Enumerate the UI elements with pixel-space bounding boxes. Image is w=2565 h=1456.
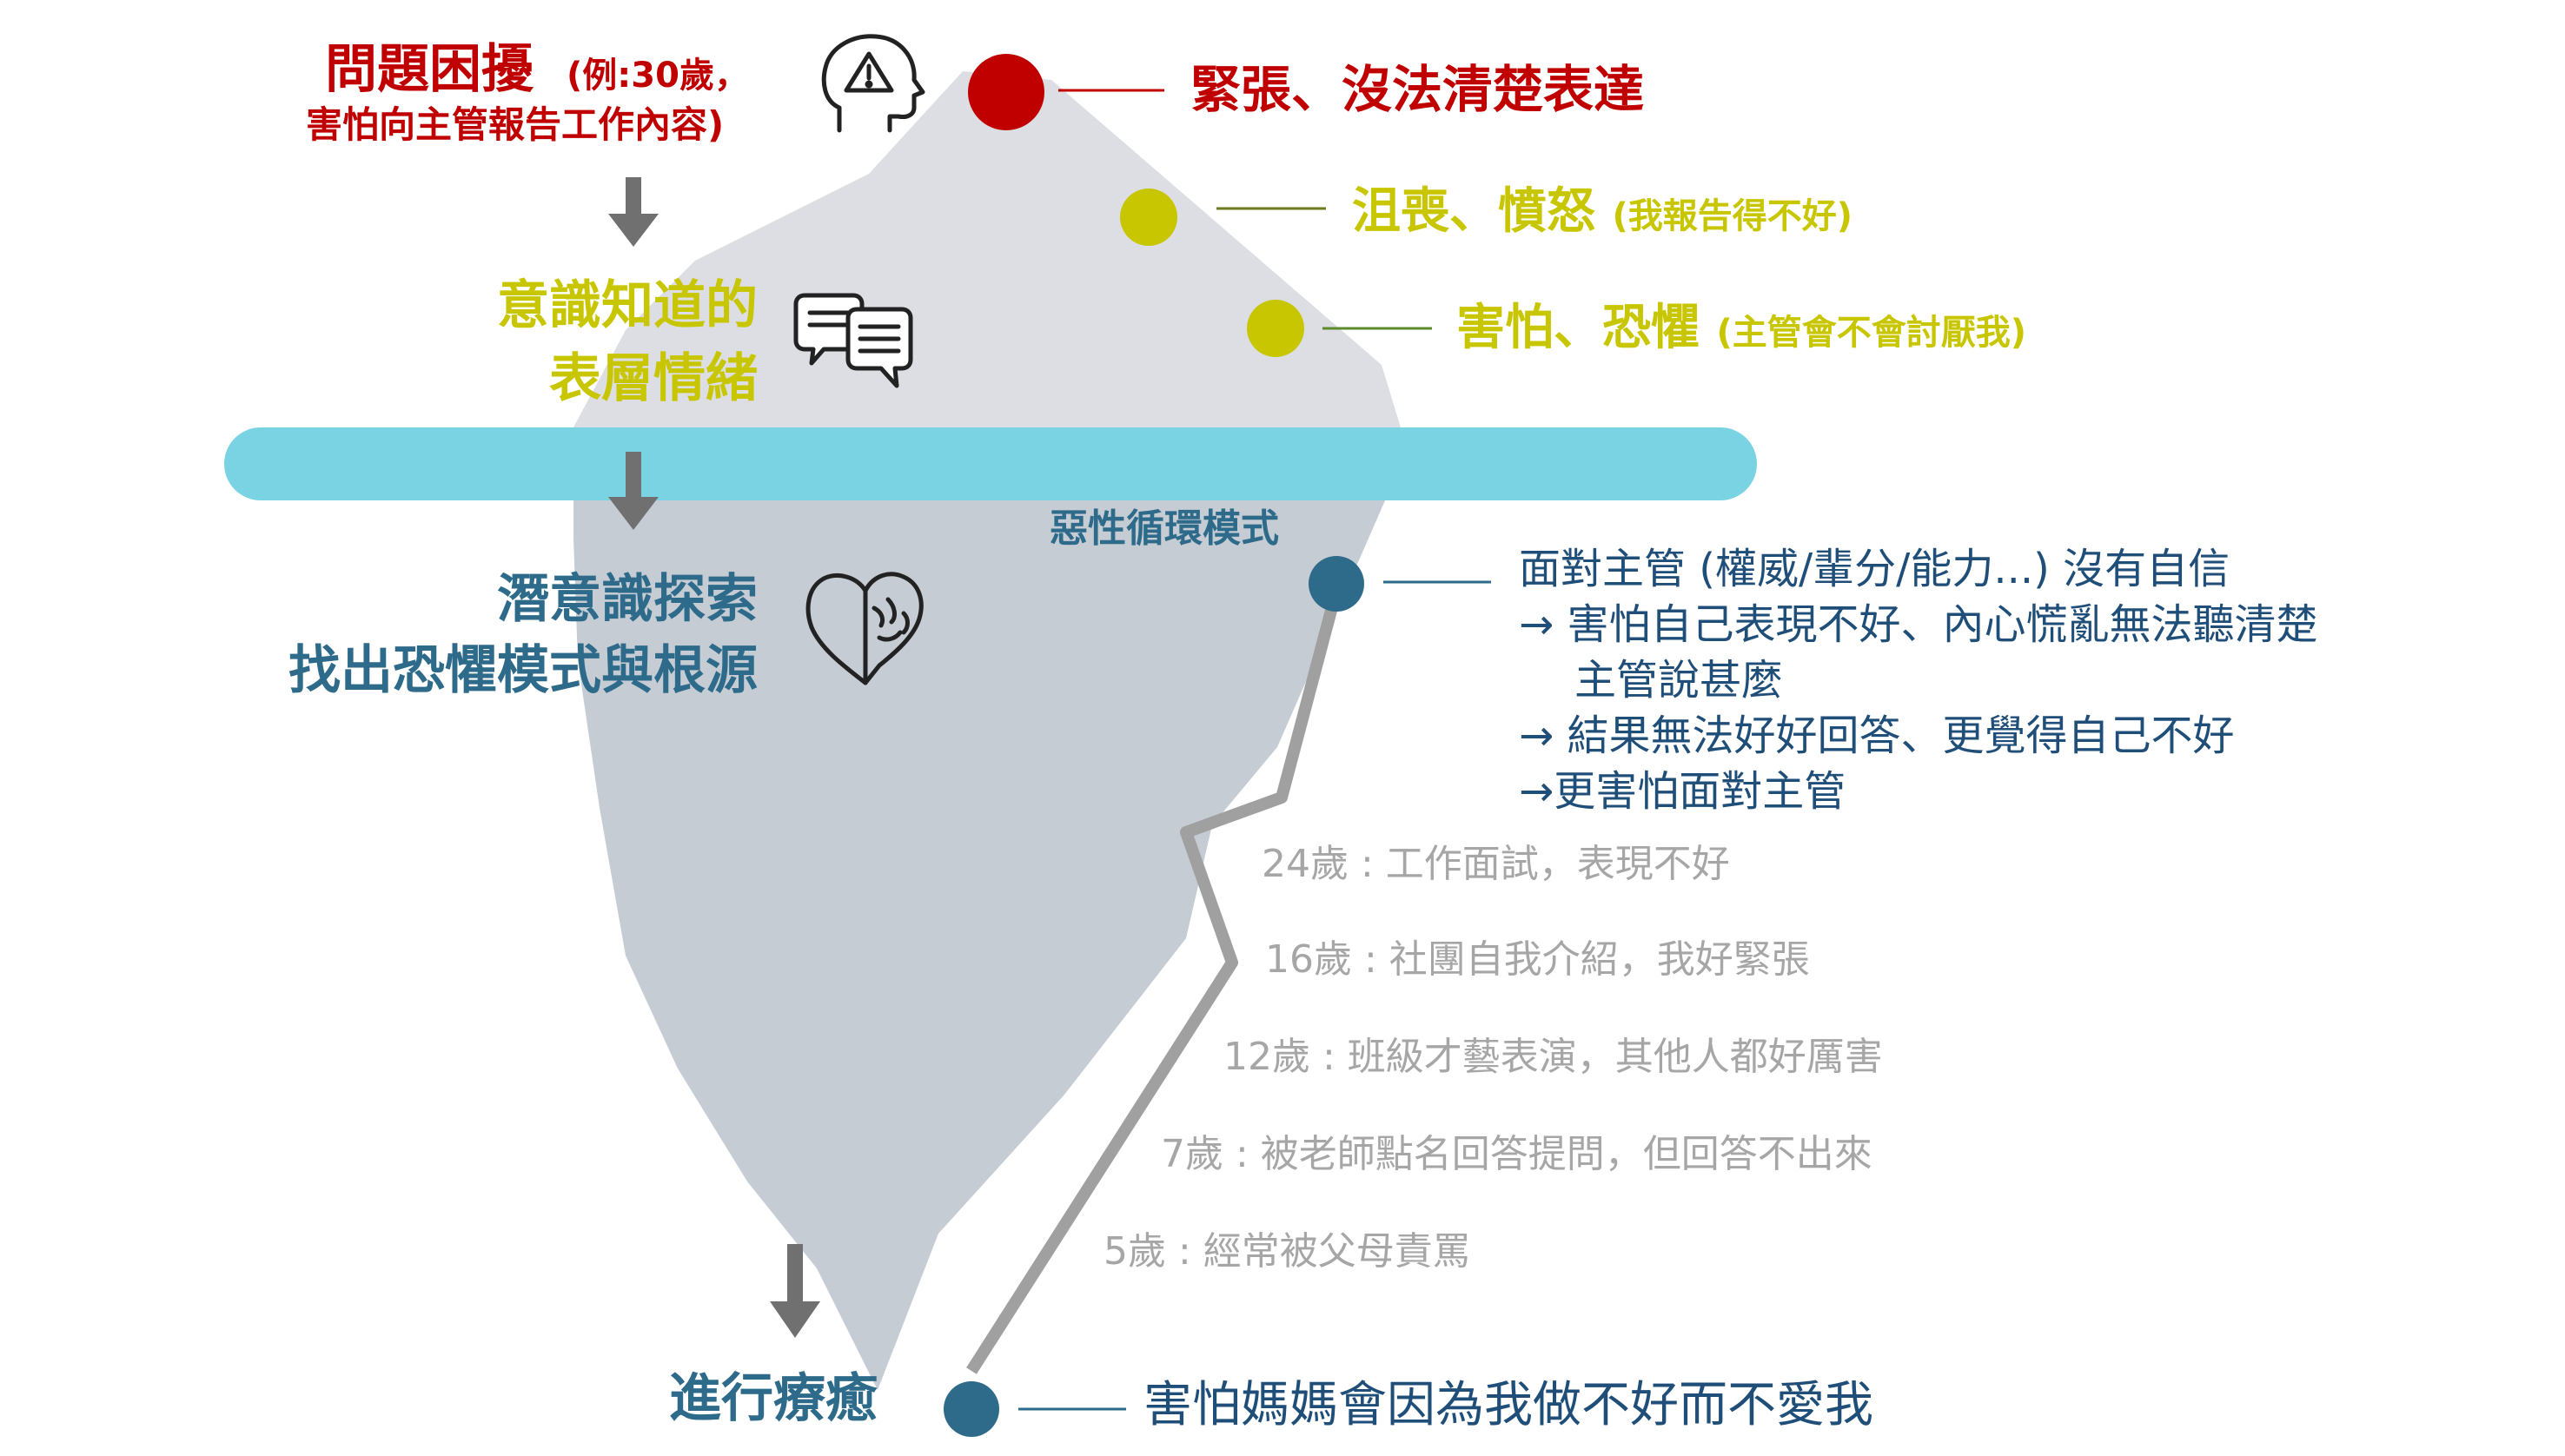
surface-emotion-line2: 表層情緒	[549, 349, 758, 409]
cycle-line1: 面對主管 (權威/輩分/能力...) 沒有自信	[1519, 546, 2230, 593]
cycle-line2: → 害怕自己表現不好、內心慌亂無法聽清楚	[1519, 601, 2317, 649]
healing-label: 進行療癒	[669, 1369, 878, 1429]
frustration-note: (我報告得不好)	[1613, 196, 1853, 236]
root-dot	[944, 1381, 999, 1437]
down-arrow-icon	[608, 177, 659, 247]
fear-note: (主管會不會討厭我)	[1717, 313, 2027, 353]
root-cause-label: 害怕媽媽會因為我做不好而不愛我	[1143, 1378, 1873, 1433]
cycle-line4: → 結果無法好好回答、更覺得自己不好	[1519, 712, 2234, 760]
tension-label: 緊張、沒法清楚表達	[1190, 61, 1644, 119]
subconscious-line2: 找出恐懼模式與根源	[288, 641, 758, 701]
cycle-line5: →更害怕面對主管	[1519, 768, 1846, 816]
memory-age-12: 12歲 : 班級才藝表演，其他人都好厲害	[1223, 1036, 1883, 1080]
surface-emotion-line1: 意識知道的	[497, 276, 758, 336]
subconscious-line1: 潛意識探索	[497, 570, 758, 630]
memory-age-24: 24歲 : 工作面試，表現不好	[1262, 843, 1730, 887]
problem-title: 問題困擾	[325, 40, 534, 100]
cycle-label: 惡性循環模式	[1050, 507, 1279, 552]
frustration-label: 沮喪、憤怒 (我報告得不好)	[1352, 184, 1852, 240]
problem-note-line2: 害怕向主管報告工作內容)	[306, 104, 724, 146]
frustration-dot	[1120, 189, 1177, 246]
memory-age-16: 16歲 : 社團自我介紹，我好緊張	[1265, 938, 1810, 983]
memory-age-7: 7歲 : 被老師點名回答提問，但回答不出來	[1161, 1133, 1872, 1177]
problem-dot	[968, 54, 1044, 130]
fear-label: 害怕、恐懼 (主管會不會討厭我)	[1456, 301, 2026, 356]
head-alert-icon	[824, 36, 923, 130]
cycle-dot	[1309, 556, 1364, 612]
cycle-line3: 主管說甚麼	[1574, 657, 1783, 705]
memory-age-5: 5歲 : 經常被父母責罵	[1104, 1230, 1471, 1274]
problem-note-line1: (例:30歲，	[567, 56, 749, 96]
fear-dot	[1247, 300, 1304, 357]
fear-main: 害怕、恐懼	[1456, 300, 1700, 356]
water-line	[224, 427, 1757, 500]
frustration-main: 沮喪、憤怒	[1352, 183, 1595, 240]
